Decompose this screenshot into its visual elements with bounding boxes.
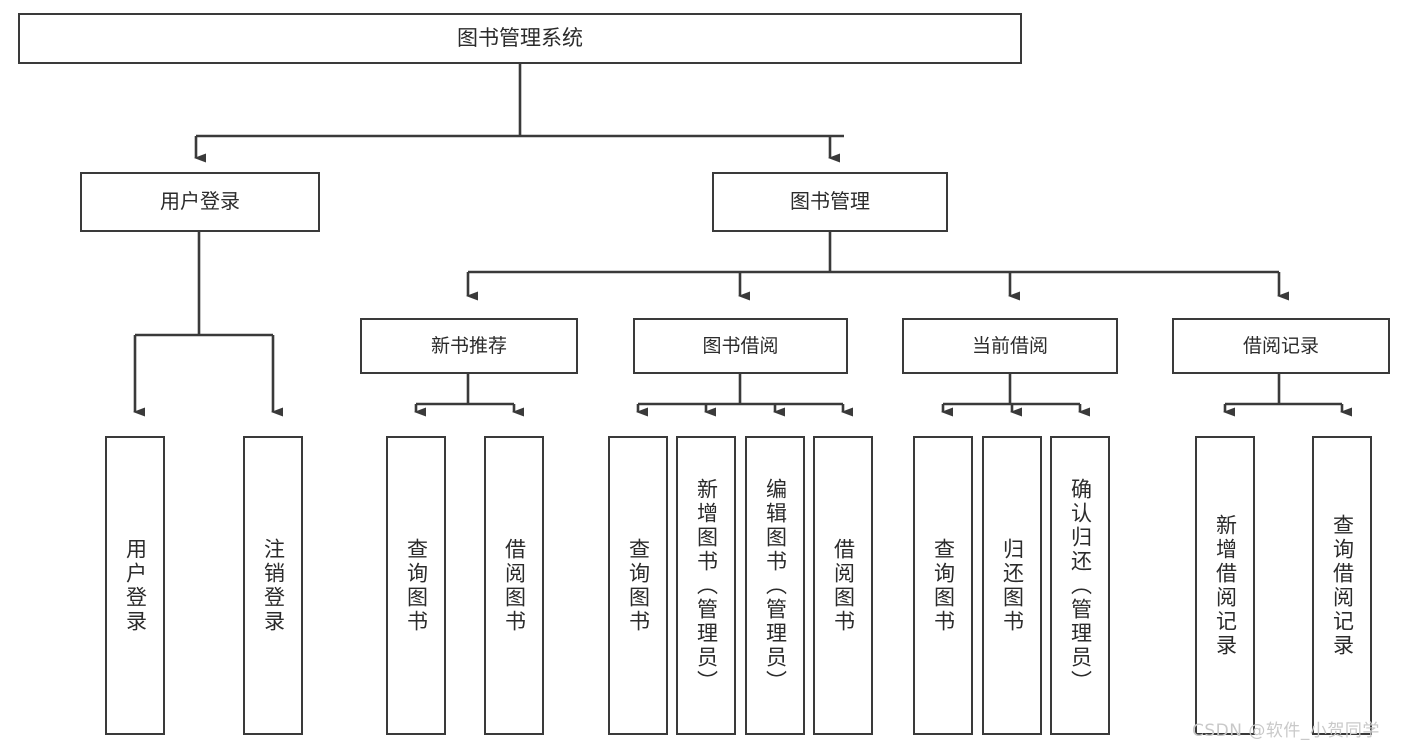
node-root-label: 图书管理系统 bbox=[457, 26, 583, 51]
node-user-login[interactable]: 用户登录 bbox=[80, 172, 320, 232]
node-current-borrow[interactable]: 当前借阅 bbox=[902, 318, 1118, 374]
leaf-current-return-book[interactable]: 归还图书 bbox=[982, 436, 1042, 735]
leaf-user-logout[interactable]: 注销登录 bbox=[243, 436, 303, 735]
node-borrow-record-label: 借阅记录 bbox=[1242, 334, 1319, 357]
leaf-current-return-book-label: 归还图书 bbox=[1000, 537, 1025, 634]
leaf-current-query-book-label: 查询图书 bbox=[931, 537, 956, 634]
node-book-borrow-label: 图书借阅 bbox=[702, 334, 779, 357]
leaf-borrow-query-book[interactable]: 查询图书 bbox=[608, 436, 668, 735]
node-new-book-recommend[interactable]: 新书推荐 bbox=[360, 318, 578, 374]
leaf-record-add-record-label: 新增借阅记录 bbox=[1213, 513, 1238, 658]
leaf-borrow-borrow-book[interactable]: 借阅图书 bbox=[813, 436, 873, 735]
leaf-newbook-query-book[interactable]: 查询图书 bbox=[386, 436, 446, 735]
node-user-login-label: 用户登录 bbox=[160, 189, 240, 214]
csdn-watermark: CSDN @软件_小贺同学 bbox=[1192, 721, 1380, 741]
node-borrow-record[interactable]: 借阅记录 bbox=[1172, 318, 1390, 374]
leaf-user-logout-label: 注销登录 bbox=[261, 537, 286, 634]
node-current-borrow-label: 当前借阅 bbox=[971, 334, 1048, 357]
leaf-record-add-record[interactable]: 新增借阅记录 bbox=[1195, 436, 1255, 735]
leaf-current-confirm-return[interactable]: 确认归还（管理员） bbox=[1050, 436, 1110, 735]
leaf-newbook-query-book-label: 查询图书 bbox=[404, 537, 429, 634]
leaf-record-query-record-label: 查询借阅记录 bbox=[1330, 513, 1355, 658]
leaf-record-query-record[interactable]: 查询借阅记录 bbox=[1312, 436, 1372, 735]
leaf-newbook-borrow-book-label: 借阅图书 bbox=[502, 537, 527, 634]
leaf-borrow-borrow-book-label: 借阅图书 bbox=[831, 537, 856, 634]
node-book-borrow[interactable]: 图书借阅 bbox=[633, 318, 848, 374]
node-book-management[interactable]: 图书管理 bbox=[712, 172, 948, 232]
leaf-user-login[interactable]: 用户登录 bbox=[105, 436, 165, 735]
node-book-management-label: 图书管理 bbox=[790, 189, 870, 214]
node-new-book-recommend-label: 新书推荐 bbox=[430, 334, 507, 357]
leaf-borrow-add-book[interactable]: 新增图书（管理员） bbox=[676, 436, 736, 735]
leaf-borrow-edit-book-label: 编辑图书（管理员） bbox=[763, 477, 788, 694]
node-root[interactable]: 图书管理系统 bbox=[18, 13, 1022, 64]
leaf-borrow-query-book-label: 查询图书 bbox=[626, 537, 651, 634]
leaf-current-confirm-return-label: 确认归还（管理员） bbox=[1068, 477, 1093, 694]
leaf-borrow-edit-book[interactable]: 编辑图书（管理员） bbox=[745, 436, 805, 735]
leaf-borrow-add-book-label: 新增图书（管理员） bbox=[694, 477, 719, 694]
leaf-user-login-label: 用户登录 bbox=[123, 537, 148, 634]
leaf-newbook-borrow-book[interactable]: 借阅图书 bbox=[484, 436, 544, 735]
leaf-current-query-book[interactable]: 查询图书 bbox=[913, 436, 973, 735]
